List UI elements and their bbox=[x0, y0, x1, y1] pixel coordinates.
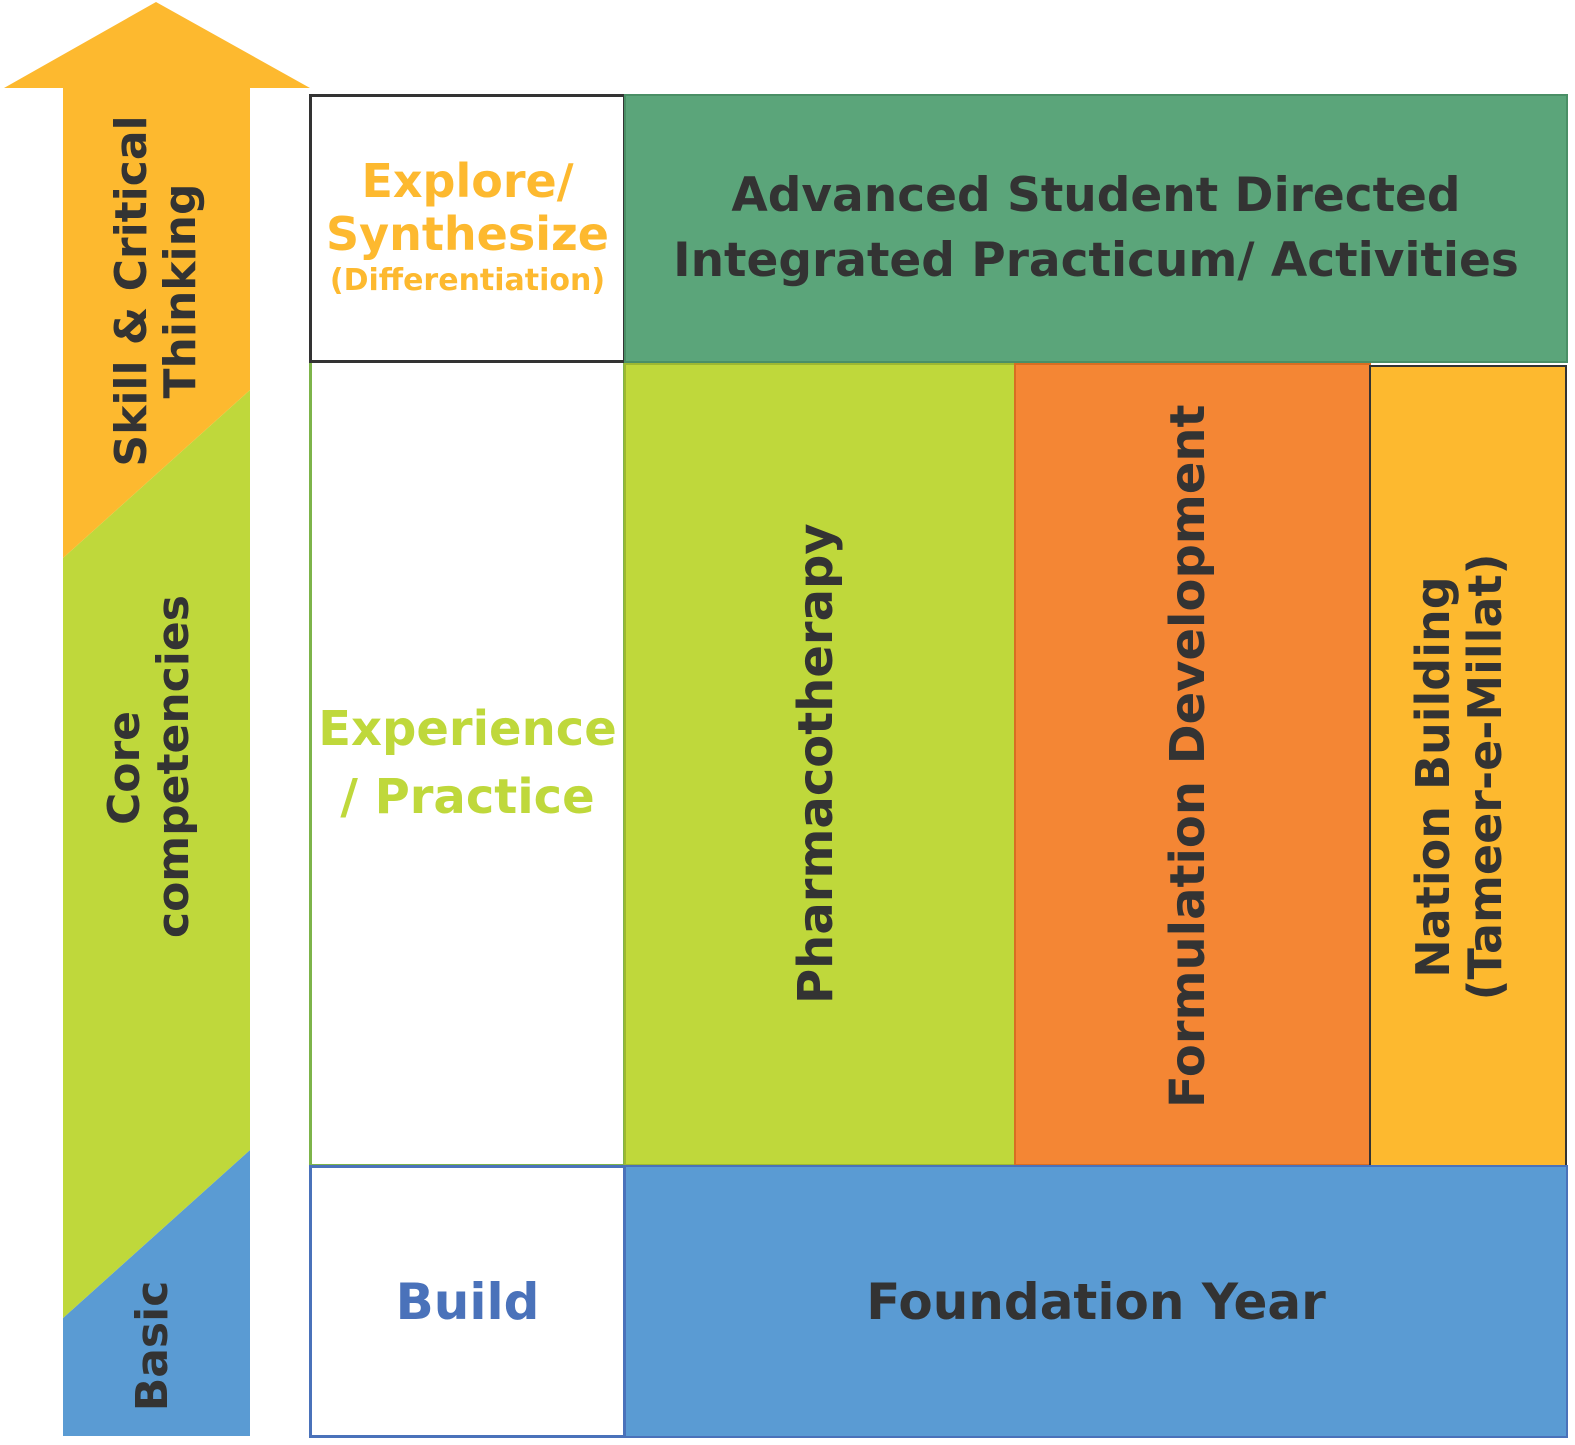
arrow-lime-band bbox=[63, 390, 250, 1318]
build-label: Build bbox=[395, 1272, 540, 1331]
nation-line-1: Nation Building bbox=[1406, 576, 1460, 978]
block-foundation: Foundation Year bbox=[624, 1165, 1568, 1438]
advanced-line-1: Advanced Student Directed bbox=[731, 167, 1461, 223]
basic-line-1: Basic bbox=[127, 1280, 178, 1412]
arrow-label-skill: Skill & Critical Thinking bbox=[106, 101, 207, 481]
block-advanced: Advanced Student Directed Integrated Pra… bbox=[624, 94, 1568, 363]
block-pharmacotherapy bbox=[624, 363, 1016, 1166]
arrow-blue-band bbox=[63, 1150, 250, 1436]
arrow-label-basic: Basic bbox=[127, 1256, 184, 1436]
experience-line-2: / Practice bbox=[340, 768, 595, 825]
arrow-yellow-band bbox=[4, 2, 310, 558]
experience-line-1: Experience bbox=[318, 701, 617, 758]
nation-label: Nation Building (Tameer-e-Millat) bbox=[1406, 525, 1528, 1029]
arrow-label-core: Core competencies bbox=[99, 595, 200, 938]
stage-explore: Explore/ Synthesize (Differentiation) bbox=[309, 94, 626, 363]
foundation-label: Foundation Year bbox=[866, 1272, 1326, 1331]
progression-arrow bbox=[4, 2, 310, 1436]
core-line-2: competencies bbox=[148, 595, 200, 938]
core-line-1: Core bbox=[99, 710, 150, 826]
stage-experience: Experience / Practice bbox=[309, 363, 626, 1167]
pharmacotherapy-label: Pharmacotherapy bbox=[788, 523, 844, 1004]
block-nation bbox=[1369, 365, 1567, 1167]
advanced-line-2: Integrated Practicum/ Activities bbox=[673, 232, 1519, 288]
explore-line-3: (Differentiation) bbox=[329, 263, 606, 299]
nation-line-2: (Tameer-e-Millat) bbox=[1457, 553, 1512, 1001]
explore-line-2: Synthesize bbox=[326, 207, 609, 262]
explore-line-1: Explore/ bbox=[361, 154, 574, 209]
stage-build: Build bbox=[309, 1165, 626, 1438]
skill-line-2: Thinking bbox=[155, 183, 207, 399]
skill-line-1: Skill & Critical bbox=[106, 115, 157, 467]
formulation-label: Formulation Development bbox=[1160, 404, 1216, 1109]
